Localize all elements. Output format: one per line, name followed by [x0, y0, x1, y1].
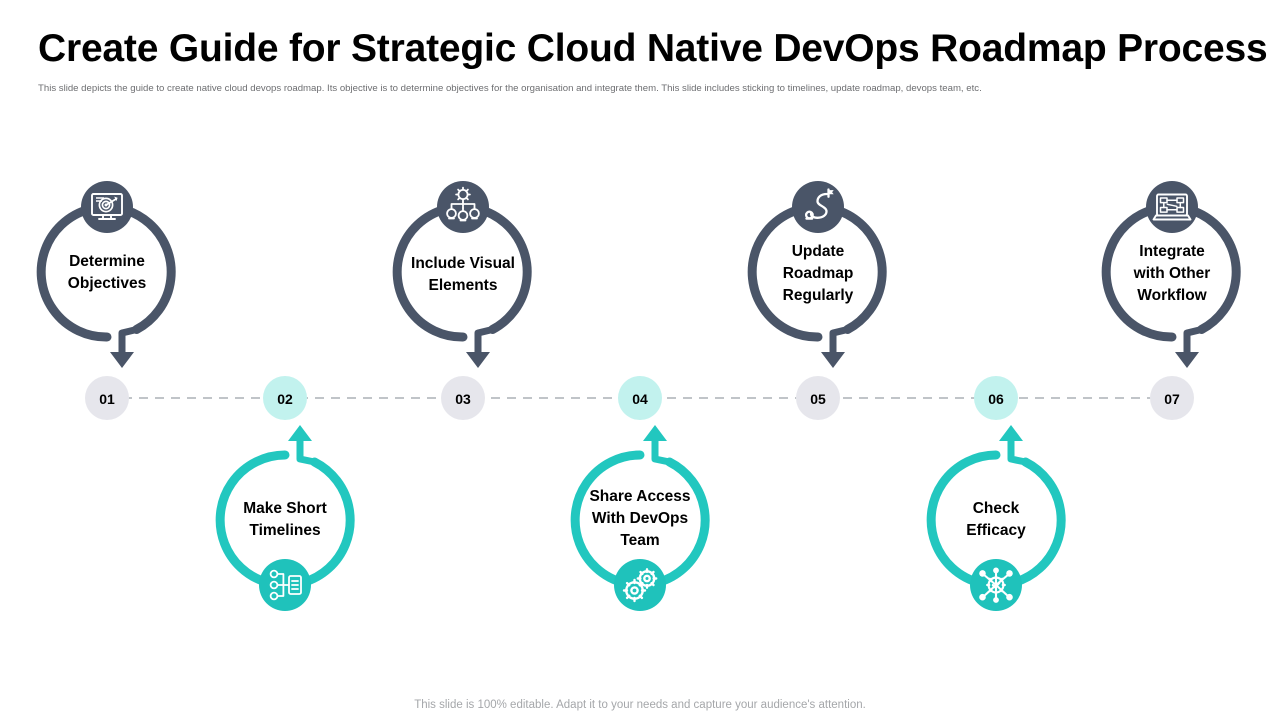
step-node-07[interactable]: [1101, 181, 1241, 368]
step-connector-03: [474, 326, 496, 356]
step-arrow-01: [110, 352, 134, 368]
step-badge-04[interactable]: [618, 376, 662, 420]
step-node-03[interactable]: [392, 181, 532, 368]
step-arrow-02: [288, 425, 312, 441]
step-arrow-05: [821, 352, 845, 368]
step-arrow-03: [466, 352, 490, 368]
step-connector-07: [1183, 326, 1205, 356]
step-badge-06[interactable]: [974, 376, 1018, 420]
step-arrow-07: [1175, 352, 1199, 368]
step-badge-03[interactable]: [441, 376, 485, 420]
step-node-02[interactable]: [215, 425, 355, 611]
step-connector-05: [829, 326, 851, 356]
step-node-01[interactable]: [36, 181, 176, 368]
step-connector-01: [118, 326, 140, 356]
step-icon-disc-01: [81, 181, 133, 233]
step-connector-04: [651, 437, 673, 466]
step-icon-disc-05: [792, 181, 844, 233]
step-icon-disc-07: [1146, 181, 1198, 233]
step-badge-02[interactable]: [263, 376, 307, 420]
step-connector-06: [1007, 437, 1029, 466]
step-connector-02: [296, 437, 318, 466]
step-node-04[interactable]: [570, 425, 710, 611]
step-badge-05[interactable]: [796, 376, 840, 420]
slide-subtitle: This slide depicts the guide to create n…: [38, 83, 982, 94]
slide-header: Create Guide for Strategic Cloud Native …: [38, 26, 1268, 95]
footer-note: This slide is 100% editable. Adapt it to…: [414, 699, 866, 711]
page-title: Create Guide for Strategic Cloud Native …: [38, 27, 1268, 70]
step-badge-07[interactable]: [1150, 376, 1194, 420]
step-badge-01[interactable]: [85, 376, 129, 420]
step-node-05[interactable]: [747, 181, 887, 368]
step-node-06[interactable]: [926, 425, 1066, 611]
step-arrow-04: [643, 425, 667, 441]
step-arrow-06: [999, 425, 1023, 441]
